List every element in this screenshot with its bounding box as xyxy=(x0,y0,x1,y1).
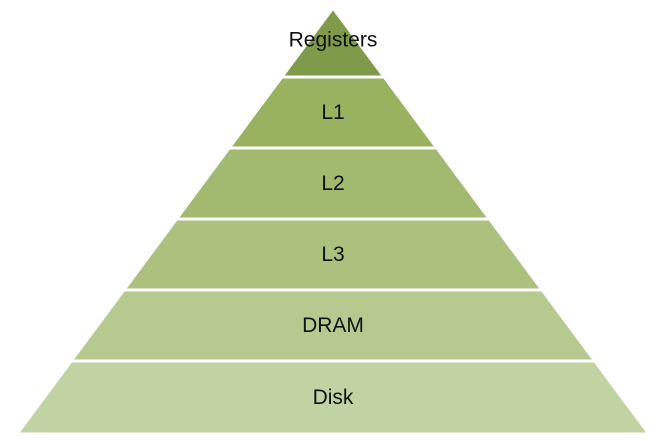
pyramid-tier-label: L1 xyxy=(321,101,344,124)
pyramid-tier-disk xyxy=(14,359,652,436)
pyramid-tier-label: DRAM xyxy=(302,314,364,337)
pyramid-tiers xyxy=(14,5,652,436)
pyramid-tier-label: L3 xyxy=(321,243,344,266)
pyramid-tier-label: L2 xyxy=(321,172,344,195)
pyramid-tier-label: Registers xyxy=(289,29,378,52)
pyramid-tier-label: Disk xyxy=(313,386,354,409)
